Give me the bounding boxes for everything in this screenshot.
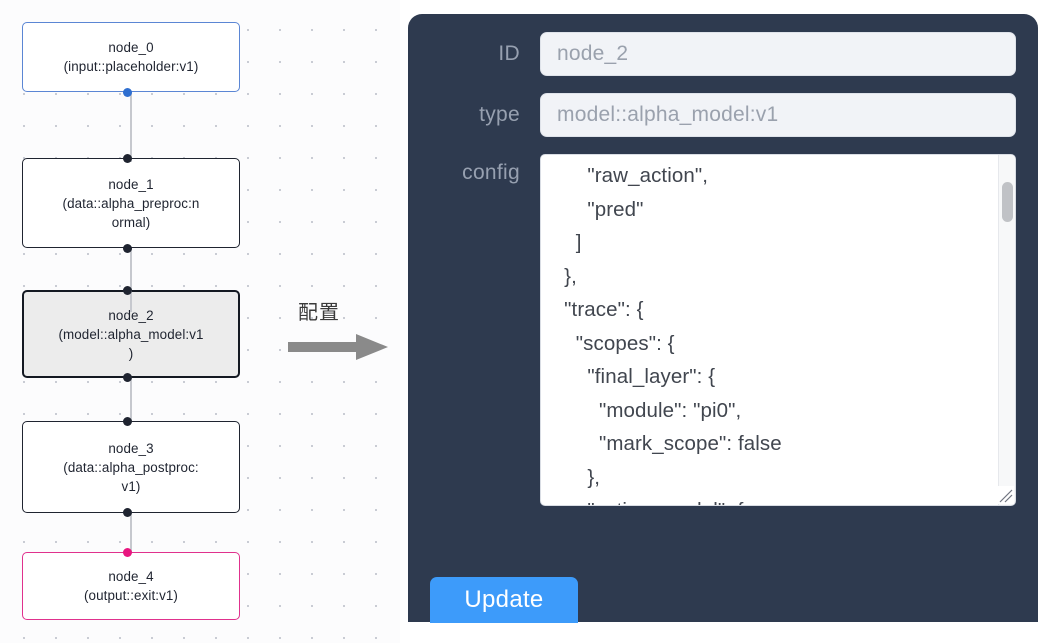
flow-canvas[interactable]: node_0 (input::placeholder:v1) node_1 (d… [0, 0, 400, 643]
node-handle-node_2-target[interactable] [122, 286, 132, 295]
graph-node-node_0[interactable]: node_0 (input::placeholder:v1) [22, 22, 240, 92]
graph-node-label: node_0 (input::placeholder:v1) [63, 40, 199, 74]
edge-node0-node1 [130, 92, 133, 162]
id-row: ID node_2 [430, 32, 1016, 76]
edge-node1-node2 [130, 248, 133, 312]
type-label: type [479, 103, 520, 126]
type-input[interactable]: model::alpha_model:v1 [540, 93, 1016, 137]
node-handle-node_1-target[interactable] [122, 154, 132, 163]
node-handle-node_1-source[interactable] [122, 244, 132, 253]
config-scrollbar-track[interactable] [998, 155, 1015, 505]
graph-node-node_3[interactable]: node_3 (data::alpha_postproc: v1) [22, 421, 240, 513]
graph-node-label: node_1 (data::alpha_preproc:n ormal) [62, 176, 200, 230]
resize-grip-icon[interactable] [996, 486, 1014, 504]
arrow-right-icon [288, 334, 388, 360]
config-row: config "raw_action", "pred" ] }, "trace"… [430, 154, 1016, 506]
id-input[interactable]: node_2 [540, 32, 1016, 76]
arrow-label: 配置 [298, 300, 340, 324]
transition-arrow-group: 配置 [288, 296, 398, 366]
config-scrollbar-thumb[interactable] [1001, 182, 1013, 222]
node-handle-node_3-target[interactable] [122, 417, 132, 426]
id-label: ID [498, 42, 520, 65]
graph-node-label: node_2 (model::alpha_model:v1 ) [58, 307, 204, 361]
node-handle-node_0-source[interactable] [122, 88, 132, 97]
type-row: type model::alpha_model:v1 [430, 93, 1016, 137]
update-button[interactable]: Update [430, 577, 578, 623]
graph-node-label: node_3 (data::alpha_postproc: v1) [63, 440, 199, 494]
node-config-panel: ID node_2 type model::alpha_model:v1 con… [408, 14, 1038, 622]
config-label: config [462, 161, 520, 184]
config-textarea[interactable]: "raw_action", "pred" ] }, "trace": { "sc… [540, 154, 1016, 506]
node-handle-node_2-source[interactable] [122, 373, 132, 382]
edge-node3-node4 [130, 512, 133, 552]
config-textarea-content[interactable]: "raw_action", "pred" ] }, "trace": { "sc… [564, 164, 782, 505]
node-handle-node_3-source[interactable] [122, 508, 132, 517]
graph-node-node_1[interactable]: node_1 (data::alpha_preproc:n ormal) [22, 158, 240, 248]
graph-node-label: node_4 (output::exit:v1) [84, 569, 178, 603]
node-handle-node_4-target[interactable] [122, 548, 132, 557]
edge-node2-node3 [130, 377, 133, 421]
graph-node-node_4[interactable]: node_4 (output::exit:v1) [22, 552, 240, 620]
